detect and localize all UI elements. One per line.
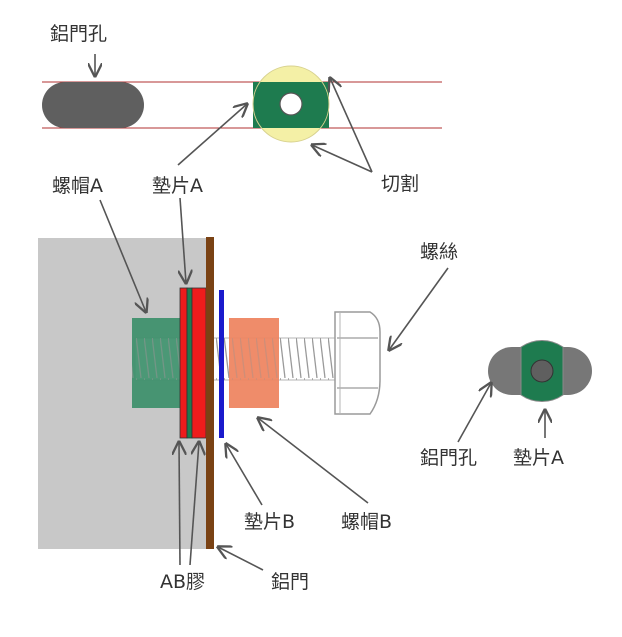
- glue-layer-2: [191, 287, 207, 439]
- washer-b: [219, 290, 224, 438]
- label-cut: 切割: [381, 173, 419, 195]
- aluminium-door: [206, 237, 214, 549]
- leader-cut-2: [312, 145, 373, 173]
- nut-b-thread: [229, 338, 279, 380]
- door-slot-hole: [42, 82, 144, 128]
- leader-cut-1: [330, 78, 373, 173]
- leader-glue-2: [189, 442, 199, 566]
- nut-a-thread: [132, 338, 180, 380]
- label-door: 鋁門: [271, 571, 309, 593]
- label-slot-right: 鋁門孔: [420, 447, 477, 469]
- leader-door: [218, 547, 264, 571]
- washer-a: [186, 287, 193, 439]
- leader-washer-a: [180, 197, 186, 283]
- leader-glue-1: [179, 442, 180, 566]
- leader-washer-a-cut: [177, 104, 247, 166]
- label-slot-top: 鋁門孔: [50, 23, 107, 45]
- leader-washer-b: [226, 444, 263, 506]
- leader-nut-a: [99, 199, 146, 312]
- screw-head: [334, 311, 381, 415]
- label-washer-b: 墊片B: [244, 511, 295, 533]
- washer-hole-detail: [530, 359, 554, 383]
- leader-slot-right: [457, 383, 491, 443]
- washer-a-cut-topview: [252, 65, 330, 143]
- leader-nut-b: [258, 418, 369, 504]
- label-ab-glue: AB膠: [160, 571, 205, 593]
- label-washer-a-right: 墊片A: [513, 447, 564, 469]
- label-washer-a-top: 墊片A: [152, 175, 203, 197]
- label-screw: 螺絲: [420, 241, 458, 263]
- leader-screw: [389, 267, 449, 350]
- label-nut-a: 螺帽A: [52, 175, 103, 197]
- glue-layer-1: [179, 287, 188, 439]
- label-nut-b: 螺帽B: [341, 511, 392, 533]
